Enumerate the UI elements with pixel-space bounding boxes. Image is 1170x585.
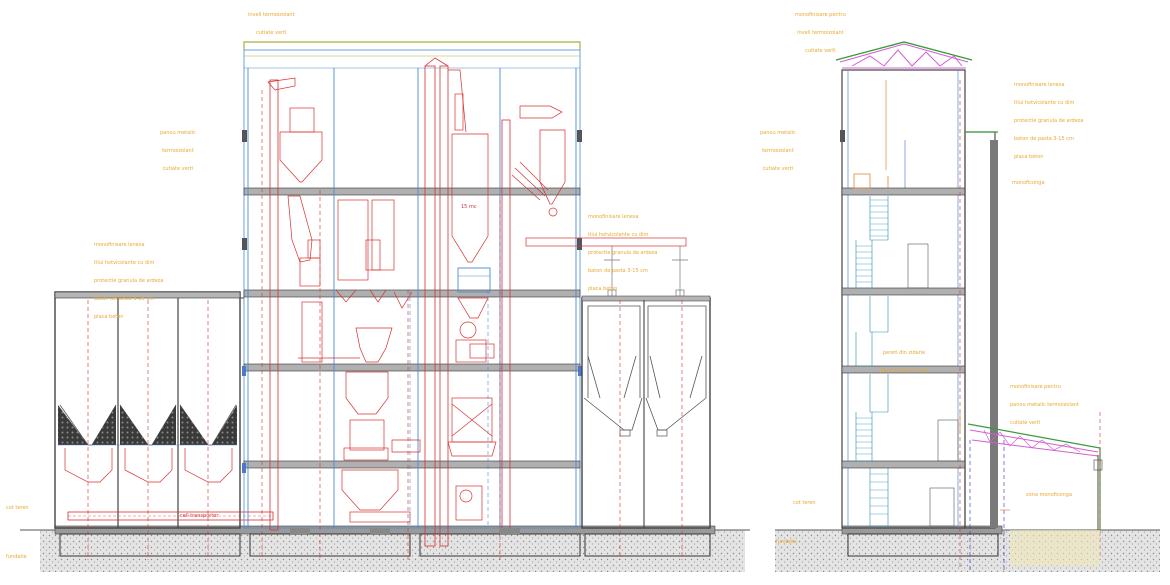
base-level-label-b: fundatie bbox=[776, 539, 797, 545]
left-bunker-block bbox=[54, 291, 274, 560]
interior-note-b: pereti din zidarie panou beton armat bbox=[880, 350, 929, 374]
side-canopy bbox=[967, 423, 1103, 530]
ground-level-label-b: cot teren bbox=[793, 500, 816, 506]
elevator-label: monoficonga bbox=[1012, 180, 1045, 186]
ground-soil-b bbox=[775, 530, 1160, 572]
roof-truss bbox=[839, 43, 969, 69]
right-annex bbox=[581, 246, 711, 560]
base-level-label-a: fundatie bbox=[6, 554, 27, 560]
roof-note-a: inveli termoizolant cutiate vertl bbox=[248, 12, 295, 36]
canopy-note-b: monofinisare pentru panou metalic termoi… bbox=[1010, 384, 1079, 426]
section-b bbox=[775, 41, 1160, 572]
mid-floor-note: monofinisare lenesa tilui hotvicolante c… bbox=[588, 214, 658, 292]
section-a bbox=[20, 41, 750, 572]
left-floor-note: monofinisare lenesa tilui hotvicolante c… bbox=[94, 242, 164, 320]
ground-level-label-a: cot teren bbox=[6, 505, 29, 511]
elevator-shaft bbox=[964, 131, 998, 529]
ground-soil-a bbox=[40, 530, 745, 572]
wall-note-b: panou metalic termoizolant cutiate vertl bbox=[760, 130, 796, 172]
wall-note-a: panou metalic termoizolant cutiate vertl bbox=[160, 130, 196, 172]
roof-finish-note-b: monofinisare lenesa tilui hotvicolante c… bbox=[1014, 82, 1084, 160]
silo-tag: 15 mc bbox=[461, 204, 477, 210]
main-tower bbox=[242, 41, 687, 560]
roof-note-b: monofinisare pentru inveli termoizolant … bbox=[795, 12, 846, 54]
annex-label-b: zona monoficonga bbox=[1026, 492, 1073, 498]
conveyor-tag: cell transportor bbox=[180, 513, 219, 519]
